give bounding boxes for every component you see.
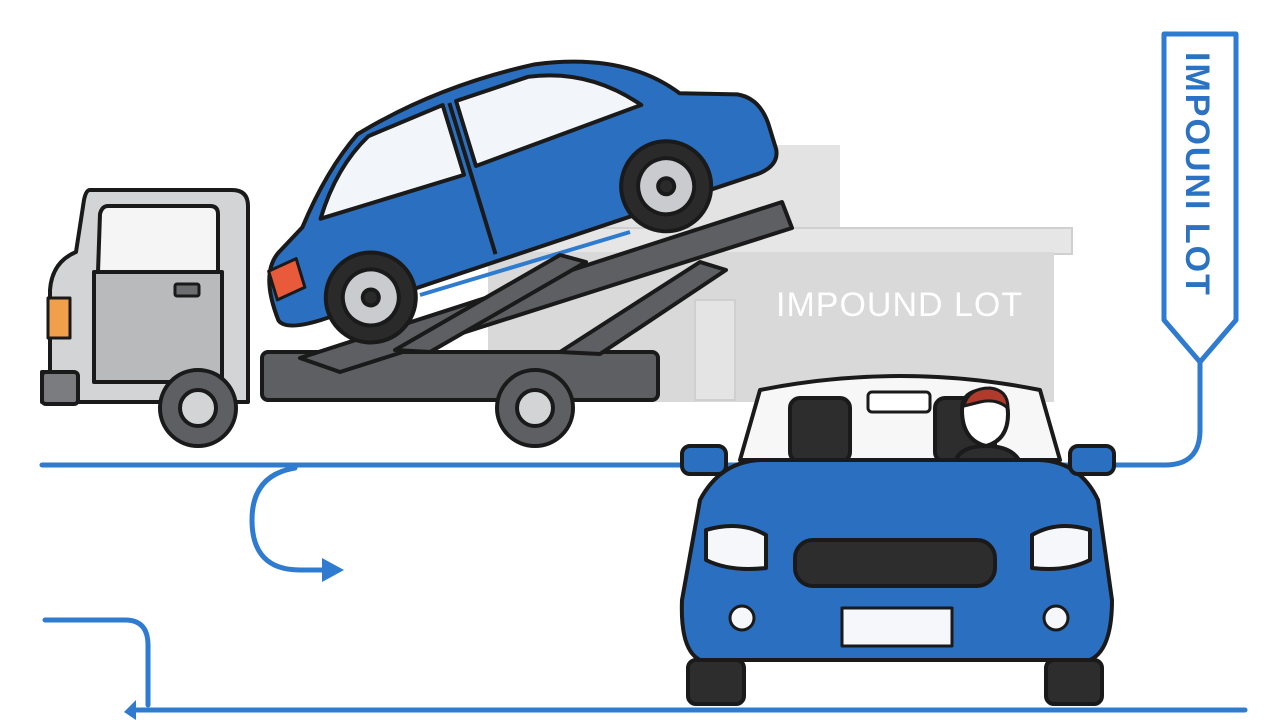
route-arrow-icon: [322, 558, 344, 582]
tow-truck-icon: [40, 188, 794, 448]
signpost-text: IMPOUNI LOT: [1178, 52, 1216, 297]
signpost-icon: IMPOUNI LOT: [1161, 31, 1239, 365]
route-lines: [39, 357, 1248, 713]
route-arrow-icon: [124, 700, 136, 720]
building-sign: IMPOUND LOT: [776, 286, 1023, 324]
towed-car-icon: [267, 59, 779, 345]
convertible-car-icon: [679, 374, 1116, 706]
